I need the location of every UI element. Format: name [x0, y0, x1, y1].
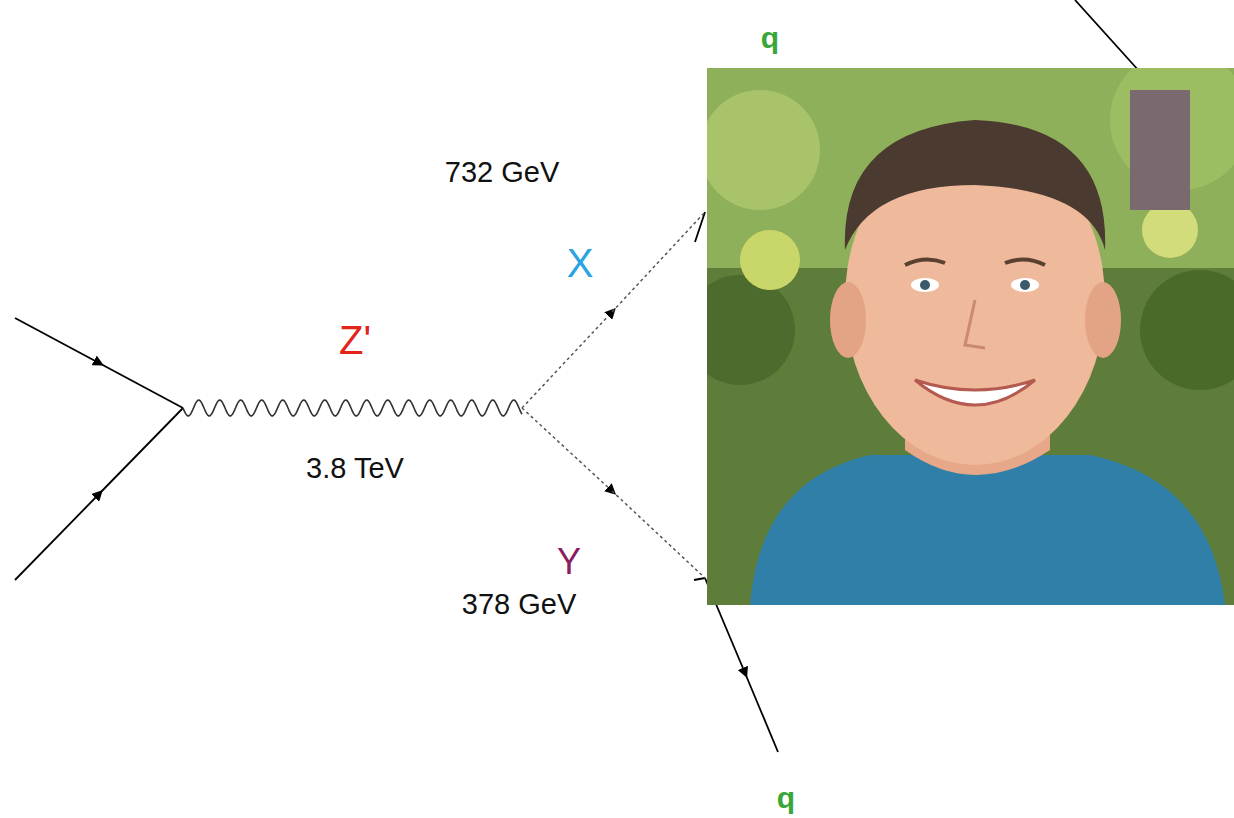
boson-wave: [183, 400, 522, 416]
particle-label: X: [567, 243, 594, 283]
portrait-photo: [707, 68, 1234, 605]
particle-label: Y: [557, 544, 581, 580]
particle-label: Z': [339, 320, 371, 360]
mass-label: 3.8 TeV: [306, 454, 404, 483]
quark-label: q: [777, 783, 795, 813]
mass-label: 378 GeV: [462, 590, 576, 619]
quark-label: q: [761, 23, 779, 53]
mass-label: 732 GeV: [445, 158, 559, 187]
scalar-line: [522, 212, 705, 578]
